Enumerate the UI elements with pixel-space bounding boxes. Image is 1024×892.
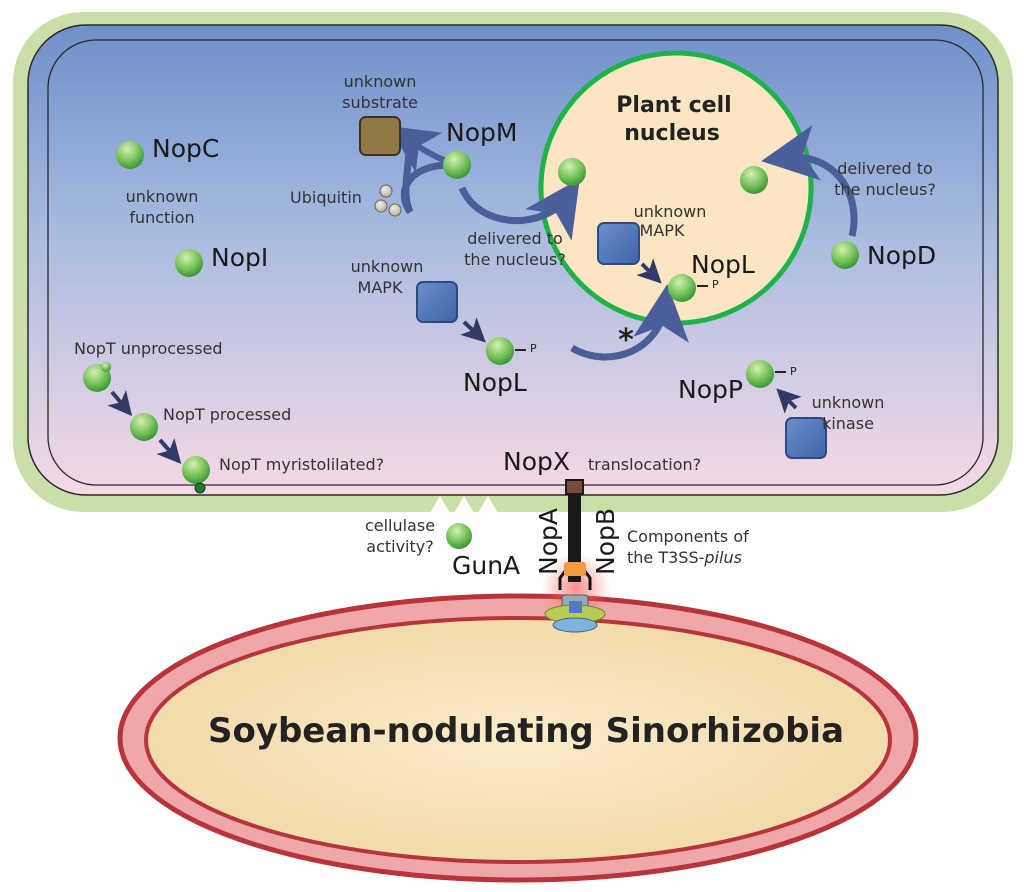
label-ubiquitin: Ubiquitin: [290, 188, 362, 207]
t3ss-glow: [542, 554, 610, 622]
label-delivered-nopm-line1: delivered to: [467, 229, 563, 248]
label-unknown-mapk-nucleus-line1: unknown: [634, 202, 707, 221]
label-nopp: NopP: [678, 375, 743, 404]
t3ss-hub: [569, 601, 582, 613]
nucleus-title-line1: Plant cell: [616, 93, 731, 118]
label-nopi: NopI: [211, 243, 268, 272]
nopt-myristoylated-protein: [182, 456, 210, 484]
nopl-to-nucleus-arrow: [570, 284, 689, 361]
label-pilus-line2-italic: pilus: [703, 548, 742, 567]
label-nopa: NopA: [534, 508, 563, 575]
mapk-to-nopl-arrow: [460, 317, 486, 343]
nuclear-mapk-to-nopl-arrow: [636, 258, 662, 284]
nopl-nucleus-phospho: P: [712, 278, 719, 291]
label-nopc: NopC: [152, 134, 219, 163]
label-cellulase-line2: activity?: [366, 537, 433, 556]
nopl-cytoplasm-phospho: P: [530, 342, 537, 355]
ubiquitin-ball-1: [379, 184, 393, 198]
t3ss-pilus-tip: [565, 479, 584, 495]
t3ss-cytoplasmic-ring: [552, 617, 598, 633]
label-cellulase-line1: cellulase: [365, 516, 435, 535]
label-unknown-kinase-line2: kinase: [822, 414, 874, 433]
nucleus-title-line2: nucleus: [624, 121, 720, 146]
label-unknown-function-line2: function: [129, 208, 194, 227]
label-delivered-nopm-line2: the nucleus?: [464, 250, 566, 269]
label-guna: GunA: [452, 551, 520, 580]
nopt-unprocessed-bud: [101, 362, 111, 372]
label-nopb: NopB: [591, 508, 620, 575]
nopi-protein: [175, 249, 203, 277]
unknown-mapk-nucleus-box: [597, 222, 640, 265]
asterisk-mark: *: [618, 323, 634, 358]
label-delivered-nopd-line2: the nucleus?: [834, 180, 936, 199]
label-nopd: NopD: [867, 241, 936, 270]
unknown-kinase-box: [785, 417, 827, 459]
t3ss-pilus-shaft: [568, 482, 581, 582]
bacterium-inner-membrane: [144, 616, 892, 864]
plasma-membrane-inner: [47, 39, 984, 486]
unknown-substrate-box: [359, 116, 401, 156]
nopc-protein: [116, 141, 144, 169]
label-nopt-processed: NopT processed: [163, 405, 291, 424]
label-nopt-myristoylated: NopT myristolilated?: [219, 455, 384, 474]
nopl-nucleus-protein: [668, 274, 696, 302]
ubiquitin-ball-2: [374, 199, 388, 213]
myristoyl-anchor: [194, 482, 206, 494]
label-nopt-unprocessed: NopT unprocessed: [74, 339, 223, 358]
nopl-cytoplasm-protein: [486, 337, 514, 365]
cell-wall-pores: [430, 496, 498, 513]
nopd-protein: [831, 241, 859, 269]
label-pilus-line2: the T3SS-pilus: [627, 548, 742, 567]
nopt-processed-to-myristoylated-arrow: [156, 438, 182, 464]
label-translocation: translocation?: [588, 455, 701, 474]
label-nopm: NopM: [446, 118, 517, 147]
nopp-protein: [746, 360, 774, 388]
label-nopl-cytoplasm: NopL: [463, 368, 527, 397]
t3ss-orange-ring: [564, 562, 586, 576]
label-unknown-mapk-cytoplasm-line1: unknown: [351, 257, 424, 276]
label-unknown-substrate-line2: substrate: [342, 93, 418, 112]
label-unknown-substrate-line1: unknown: [344, 72, 417, 91]
nopp-phospho: P: [790, 365, 797, 378]
nopt-processed-protein: [130, 413, 158, 441]
nucleus-delivered-nopm-protein: [558, 158, 586, 186]
kinase-to-nopp-arrow: [776, 388, 802, 414]
nopt-unprocessed-to-processed-arrow: [107, 390, 133, 417]
nucleus-delivered-nopd-protein: [740, 166, 768, 194]
label-nopl-nucleus: NopL: [691, 250, 755, 279]
unknown-mapk-cytoplasm-box: [416, 281, 458, 323]
label-unknown-function-line1: unknown: [126, 187, 199, 206]
label-unknown-mapk-nucleus-line2: MAPK: [640, 221, 685, 240]
label-nopx: NopX: [503, 447, 570, 476]
label-pilus-line1: Components of: [627, 527, 749, 546]
ubiquitin-ball-3: [388, 203, 402, 217]
label-pilus-line2-prefix: the T3SS-: [627, 548, 704, 567]
label-unknown-mapk-cytoplasm-line2: MAPK: [358, 278, 403, 297]
guna-protein: [446, 523, 472, 549]
nopm-to-substrate-arrow: [389, 126, 450, 173]
nopm-protein: [443, 151, 471, 179]
nopm-to-nucleus-arrow: [458, 178, 580, 241]
label-unknown-kinase-line1: unknown: [812, 393, 885, 412]
bacterium-title: Soybean-nodulating Sinorhizobia: [208, 711, 844, 751]
label-delivered-nopd-line1: delivered to: [837, 159, 933, 178]
nopd-to-nucleus-arrow: [761, 125, 858, 237]
